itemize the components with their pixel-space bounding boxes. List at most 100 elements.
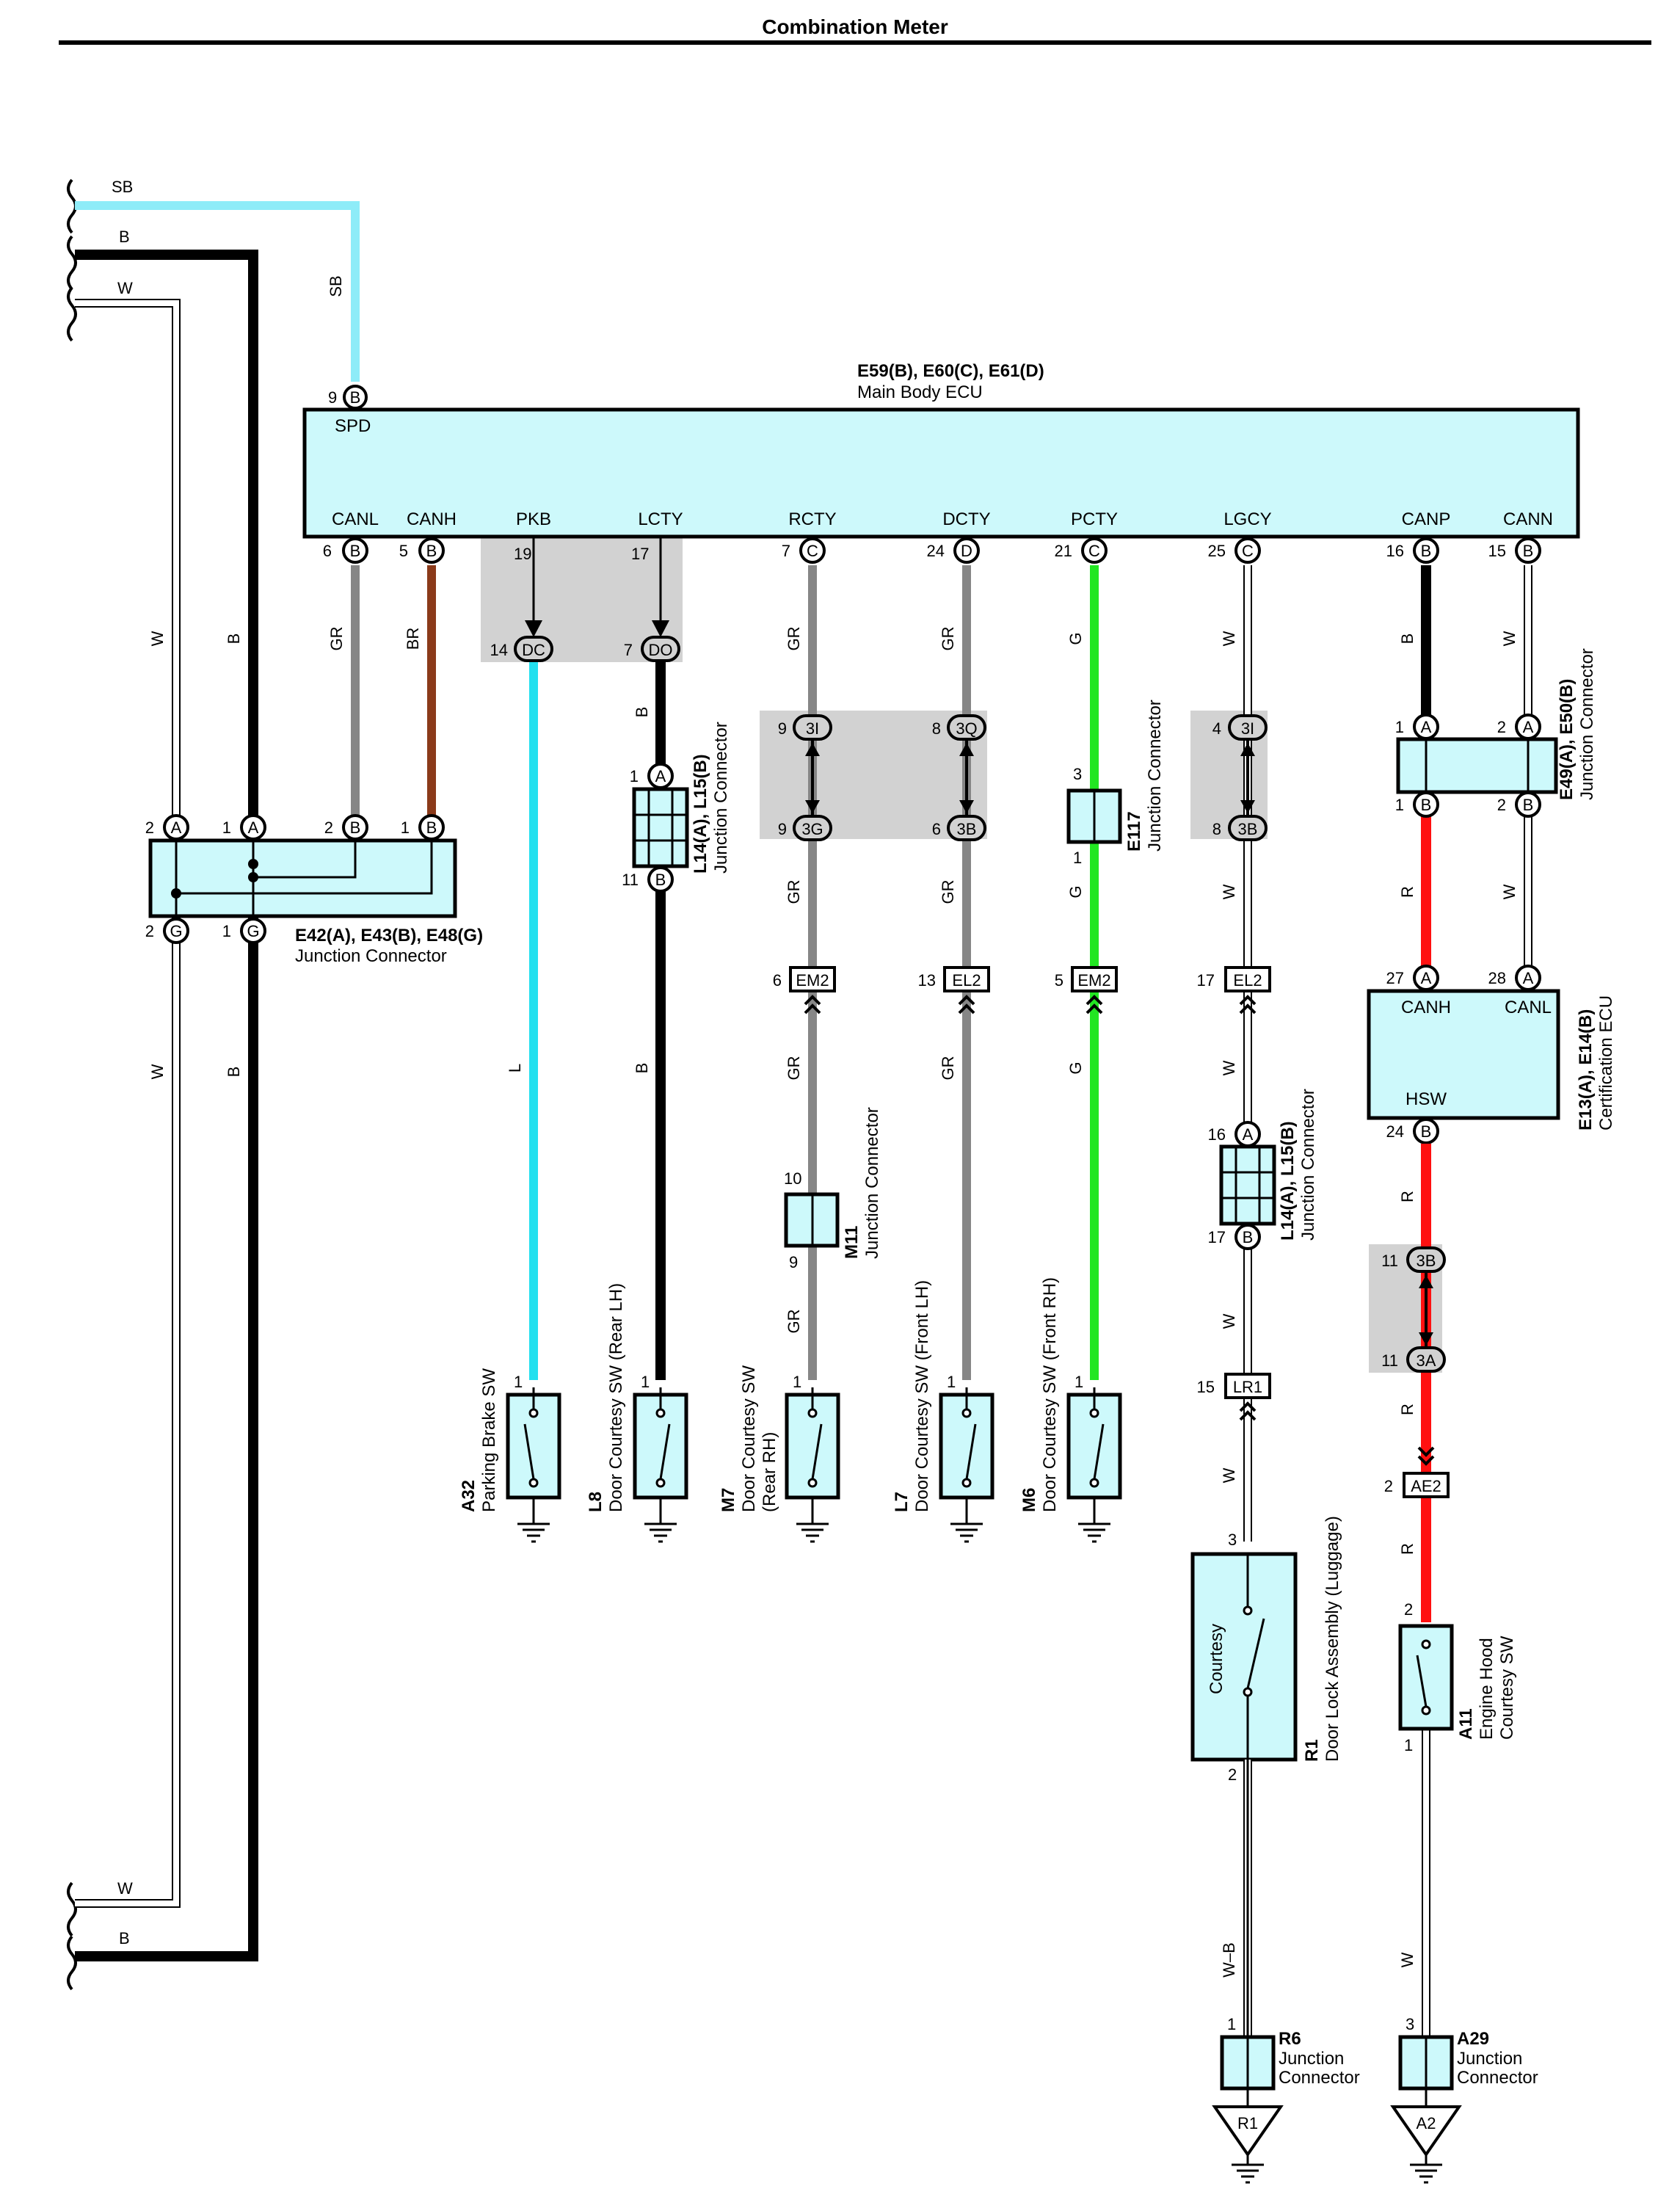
switch-l8[interactable] [633,1387,688,1543]
e49-terminal-2a[interactable] [1515,714,1541,740]
l14-upper-terminal-a[interactable] [647,763,674,789]
e42-terminal-1a[interactable] [240,814,266,841]
cert-terminal-27a-pin: 27 [1386,969,1404,987]
connector-em2-rcty[interactable]: EM2 6 [773,966,836,1014]
wire-label-rcty-3: GR [785,1056,803,1081]
hood-name: Engine Hood [1477,1638,1497,1740]
junction-e42-name: Junction Connector [295,946,447,966]
l14-lower-id: L14(A), L15(B) [1278,1121,1298,1241]
e42-terminal-1a-pin: 1 [222,818,231,837]
l14-lower-terminal-a[interactable] [1234,1121,1261,1147]
l14-lower-name: Junction Connector [1298,1089,1318,1241]
wire-w-left [75,299,181,1908]
terminal-lgcy[interactable] [1234,537,1261,564]
switch-m7[interactable] [785,1387,840,1543]
ground-r1 [1212,2088,1284,2184]
cert-terminal-24b[interactable] [1413,1118,1439,1144]
e42-terminal-2g[interactable] [163,918,189,944]
terminal-canh[interactable] [418,537,445,564]
inline-do[interactable] [641,636,680,662]
wire-label-hsw-r3: R [1398,1543,1417,1555]
terminal-lgcy-conn: C [1242,542,1254,560]
connector-el2-dcty[interactable]: EL2 13 [918,966,990,1014]
junction-l14-upper[interactable] [632,787,689,868]
connector-lr1[interactable]: LR1 15 [1197,1373,1271,1421]
terminal-pcty[interactable] [1081,537,1108,564]
inline-3i-lgcy-pin: 4 [1212,719,1221,738]
e49-terminal-2b[interactable] [1515,791,1541,818]
ecu-pin-label-canl: CANL [332,509,379,529]
e42-terminal-2b[interactable] [342,814,368,841]
terminal-canl[interactable] [342,537,368,564]
terminal-dcty[interactable] [953,537,980,564]
hood-pin-bot: 1 [1404,1736,1413,1754]
e49-terminal-1a[interactable] [1413,714,1439,740]
ecu-terminals-top: B 6 B 5 [323,537,445,564]
inline-dc[interactable] [514,636,553,662]
wire-label-hood-w: W [1398,1952,1417,1967]
a29-id: A29 [1457,2029,1489,2049]
switch-m6[interactable] [1066,1387,1122,1543]
switch-m6-name: Door Courtesy SW (Front RH) [1040,1277,1060,1512]
junction-l14-lower[interactable] [1219,1144,1276,1226]
cert-terminal-28a[interactable] [1515,965,1541,991]
e42-terminal-1g[interactable] [240,918,266,944]
junction-e49[interactable] [1396,737,1558,794]
cert-ecu-id: E13(A), E14(B) [1576,1009,1596,1130]
wire-sb-speed [75,201,360,382]
l14-lower-terminal-b[interactable] [1234,1224,1261,1250]
wire-label-hsw-r1: R [1398,1191,1417,1202]
connector-el2-lgcy-pin: 17 [1197,971,1215,990]
door-lock-assembly[interactable] [1190,1552,1298,1762]
connector-el2-lgcy-name: EL2 [1233,971,1262,990]
switch-a11[interactable] [1398,1624,1454,1731]
terminal-cann[interactable] [1515,537,1541,564]
connector-el2-lgcy[interactable]: EL2 17 [1197,966,1271,1014]
certification-ecu-box[interactable] [1367,989,1560,1120]
inline-3q-dcty-pin: 8 [932,719,941,738]
inline-3b-hsw-pin: 11 [1381,1252,1398,1270]
inline-do-pin: 7 [624,641,633,659]
e42-terminal-1b-conn: B [426,818,437,837]
connector-lr1-pin: 15 [1197,1378,1215,1396]
switch-l7-name: Door Courtesy SW (Front LH) [912,1280,932,1512]
terminal-canp[interactable] [1413,537,1439,564]
l14-upper-pin-b: 11 [622,871,639,889]
ground-r1-label: R1 [1237,2114,1258,2132]
e49-terminal-2a-conn: A [1523,718,1534,736]
connector-ae2[interactable]: AE2 2 [1384,1446,1450,1498]
l14-upper-terminal-b[interactable] [647,866,674,893]
wire-label-canl-gr: GR [327,627,346,651]
connector-em2-pcty[interactable]: EM2 5 [1055,966,1118,1014]
e49-terminal-1b-conn: B [1421,796,1432,814]
wire-label-dcty-2: GR [939,880,957,904]
cert-terminal-24b-pin: 24 [1386,1122,1404,1141]
terminal-canp-pin: 16 [1386,542,1404,560]
e42-terminal-1g-pin: 1 [222,922,231,940]
ecu-pin-label-lcty: LCTY [638,509,683,529]
switch-l7[interactable] [939,1387,994,1543]
main-body-ecu-box[interactable] [302,407,1580,539]
cert-terminal-27a[interactable] [1413,965,1439,991]
e117-id: E117 [1124,811,1144,852]
e49-terminal-1b[interactable] [1413,791,1439,818]
terminal-rcty[interactable] [799,537,826,564]
terminal-canl-conn: B [350,542,361,560]
e42-terminal-1b[interactable] [418,814,445,841]
switch-m7-pin: 1 [793,1373,801,1391]
spd-terminal-pin: 9 [328,388,337,407]
ecu-pin-label-cann: CANN [1503,509,1553,529]
switch-m7-name: Door Courtesy SW [739,1365,759,1512]
e42-terminal-2a[interactable] [163,814,189,841]
wire-label-canl-w2: W [1500,884,1519,899]
terminal-canh-conn: B [426,542,437,560]
switch-a32-id: A32 [459,1480,479,1512]
terminal-dcty-conn: D [961,542,972,560]
page-title: Combination Meter [762,15,948,38]
terminal-dcty-pin: 24 [927,542,945,560]
spd-terminal[interactable] [343,385,368,410]
wire-label-sb-vertical: SB [327,275,345,297]
switch-a32[interactable] [506,1387,561,1543]
junction-e42-dot2 [248,859,258,869]
l14-upper-name: Junction Connector [711,722,731,874]
